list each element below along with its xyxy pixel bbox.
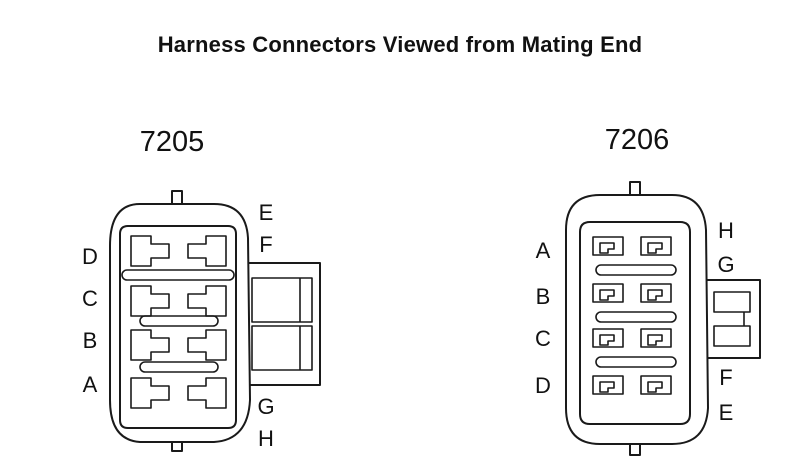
pin-label: H [718,218,734,243]
pin-label: B [536,284,551,309]
connector-7205-label: 7205 [140,126,205,158]
pin-label: C [535,326,551,351]
cavity-wall [119,225,237,429]
terminal-cavity [130,285,170,317]
pin-label: E [719,400,734,425]
connector-shell [109,203,251,443]
terminal-cavity [640,283,672,303]
pin-label: F [259,232,272,257]
terminal-cavity [640,236,672,256]
pin-label: C [82,286,98,311]
pin-label: G [257,394,274,419]
pin-label: A [536,238,551,263]
terminal-cavity [187,377,227,409]
connector-7206: 7206 A B C D H G [535,124,761,456]
terminal-cavity [130,377,170,409]
separator-bar [595,311,677,323]
pin-label: F [719,365,732,390]
terminal-cavity [592,328,624,348]
connector-7206-label: 7206 [605,124,670,156]
top-tab [629,181,641,197]
terminal-cavity [187,329,227,361]
connector-shell [565,194,709,445]
terminal-cavity [130,235,170,267]
pin-label: G [717,252,734,277]
top-tab [171,190,183,206]
terminal-cavity [592,283,624,303]
terminal-cavity [592,236,624,256]
cavity-wall [579,221,691,425]
separator-bar [121,269,235,281]
pin-label: H [258,426,274,451]
pin-label: B [83,328,98,353]
separator-bar [139,361,219,373]
latch-housing [239,262,321,386]
latch-housing [703,279,761,359]
terminal-cavity [187,285,227,317]
separator-bar [595,356,677,368]
pin-label: A [83,372,98,397]
terminal-cavity [592,375,624,395]
separator-bar [139,315,219,327]
separator-bar [595,264,677,276]
connector-7205: 7205 D C B A [82,126,321,452]
pin-label: E [259,200,274,225]
terminal-cavity [640,328,672,348]
terminal-cavity [187,235,227,267]
diagram-title: Harness Connectors Viewed from Mating En… [157,32,643,57]
pin-label: D [535,373,551,398]
pin-label: D [82,244,98,269]
terminal-cavity [130,329,170,361]
terminal-cavity [640,375,672,395]
